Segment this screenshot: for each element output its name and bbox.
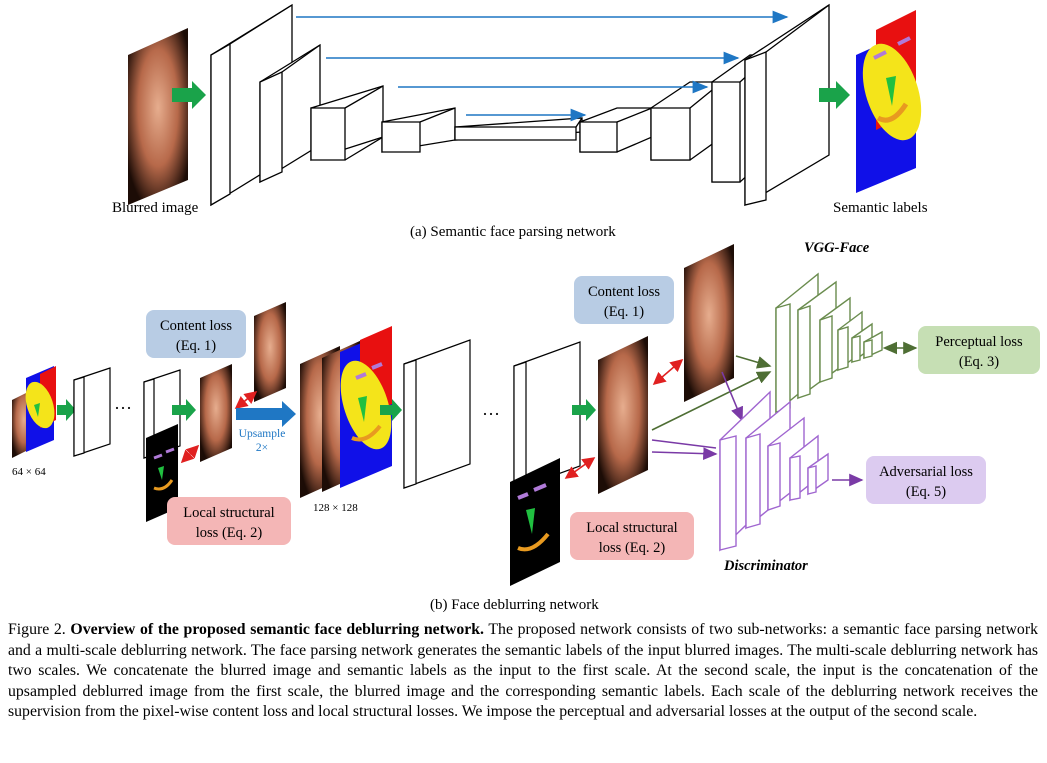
vgg-face-label: VGG-Face	[804, 240, 870, 256]
perceptual-loss-line2: (Eq. 3)	[959, 354, 999, 370]
figure-caption: Figure 2. Overview of the proposed seman…	[8, 620, 1038, 723]
adversarial-loss-line1: Adversarial loss	[879, 464, 973, 480]
green-arrow-icon	[172, 399, 196, 421]
green-arrow-icon	[380, 399, 402, 421]
subcaption-b: (b) Face deblurring network	[430, 597, 599, 613]
local-loss-arrow-2	[564, 457, 596, 479]
panel-b: 64 × 64 ··· Content loss (Eq. 1)	[12, 240, 1040, 613]
discriminator-network	[719, 390, 829, 552]
blurred-image-a	[128, 28, 188, 205]
content-loss-arrow-2	[652, 358, 684, 386]
upsample-label-1: Upsample	[239, 428, 286, 440]
upsample-label-2: 2×	[256, 442, 268, 454]
content-loss-1-line1: Content loss	[160, 318, 232, 334]
ellipsis-2: ···	[482, 404, 500, 424]
mask-128	[510, 458, 560, 586]
content-loss-2-line1: Content loss	[588, 284, 660, 300]
perceptual-loss-box: Perceptual loss (Eq. 3)	[918, 326, 1040, 374]
ellipsis-1: ···	[114, 398, 132, 418]
size-128-label: 128 × 128	[313, 502, 358, 514]
subcaption-a: (a) Semantic face parsing network	[410, 224, 616, 240]
mask-64	[146, 424, 178, 522]
perceptual-loss-line1: Perceptual loss	[935, 334, 1023, 350]
adversarial-loss-line2: (Eq. 5)	[906, 484, 946, 500]
blurred-image-label: Blurred image	[112, 200, 199, 216]
local-loss-box-1: Local structural loss (Eq. 2)	[167, 497, 291, 545]
semantic-labels-map	[856, 10, 922, 193]
vgg-face-network	[775, 272, 883, 414]
content-loss-box-1: Content loss (Eq. 1)	[146, 310, 246, 358]
local-loss-1-line1: Local structural	[183, 505, 274, 521]
content-loss-box-2: Content loss (Eq. 1)	[574, 276, 674, 324]
local-loss-arrow-1	[180, 444, 200, 464]
green-arrow-icon	[819, 81, 850, 109]
panel-a: Blurred image	[112, 3, 928, 240]
semantic-labels-label: Semantic labels	[833, 200, 928, 216]
deblurred-64	[200, 364, 232, 462]
content-loss-2-line2: (Eq. 1)	[604, 304, 644, 320]
adversarial-loss-box: Adversarial loss (Eq. 5)	[866, 456, 986, 504]
vgg-input-lines	[651, 355, 772, 431]
caption-title: Overview of the proposed semantic face d…	[70, 621, 485, 638]
skip-connections	[296, 10, 789, 122]
architecture-diagram: Blurred image	[12, 3, 1040, 613]
local-loss-2-line2: loss (Eq. 2)	[599, 540, 666, 556]
unet-blocks	[210, 3, 830, 207]
local-loss-1-line2: loss (Eq. 2)	[196, 525, 263, 541]
local-loss-2-line1: Local structural	[586, 520, 677, 536]
green-arrow-icon	[57, 399, 76, 421]
sharp-128	[684, 244, 734, 402]
disc-input-lines	[651, 371, 743, 460]
green-arrow-icon	[172, 81, 206, 109]
green-arrow-icon	[572, 399, 596, 421]
local-loss-box-2: Local structural loss (Eq. 2)	[570, 512, 694, 560]
discriminator-label: Discriminator	[723, 558, 808, 574]
size-64-label: 64 × 64	[12, 466, 46, 478]
input-stack-128	[300, 326, 392, 498]
content-loss-arrow-1	[234, 391, 258, 409]
upsample-arrow-icon	[236, 401, 296, 427]
input-stack-64	[12, 366, 56, 458]
content-loss-1-line2: (Eq. 1)	[176, 338, 216, 354]
caption-prefix: Figure 2.	[8, 621, 66, 638]
sharp-64	[254, 302, 286, 402]
caption-body: The proposed network consists of two sub…	[8, 621, 1038, 721]
deblurred-128	[598, 336, 648, 494]
